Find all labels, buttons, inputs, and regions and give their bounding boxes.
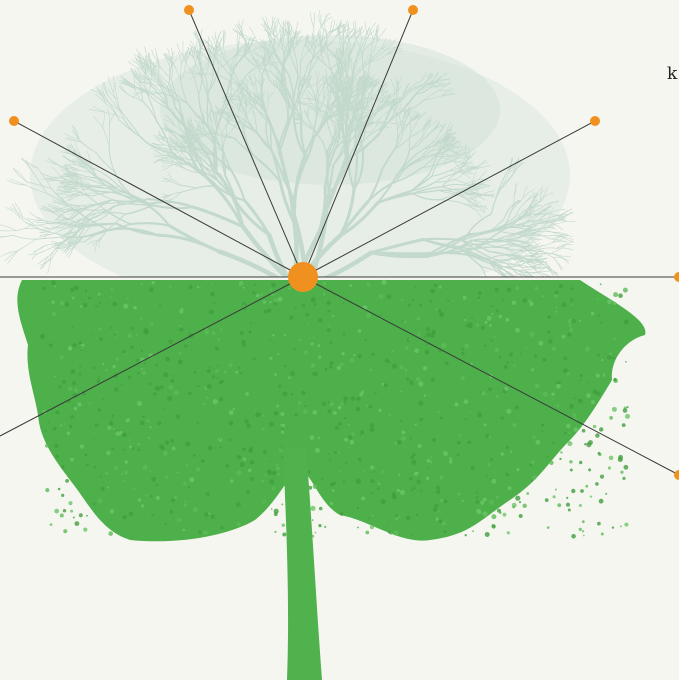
spoke-line: [302, 276, 679, 476]
spoke-line: [302, 9, 414, 278]
endpoint-dot: [408, 5, 418, 15]
tree-trunk: [283, 448, 322, 680]
spoke-line: [0, 276, 304, 437]
leafy-canopy: [17, 279, 646, 542]
endpoint-dot: [9, 116, 19, 126]
endpoint-dot: [674, 470, 679, 480]
endpoint-dot: [184, 5, 194, 15]
spoke-lines: [0, 9, 679, 476]
hub-dot: [288, 262, 318, 292]
edge-label: k: [667, 64, 678, 84]
spoke-line: [302, 120, 596, 278]
spoke-line: [188, 9, 304, 278]
spoke-line: [13, 120, 304, 278]
spoke-endpoints: [9, 5, 679, 480]
endpoint-dot: [590, 116, 600, 126]
bare-branch-canopy: [0, 9, 576, 277]
endpoint-dot: [674, 272, 679, 282]
